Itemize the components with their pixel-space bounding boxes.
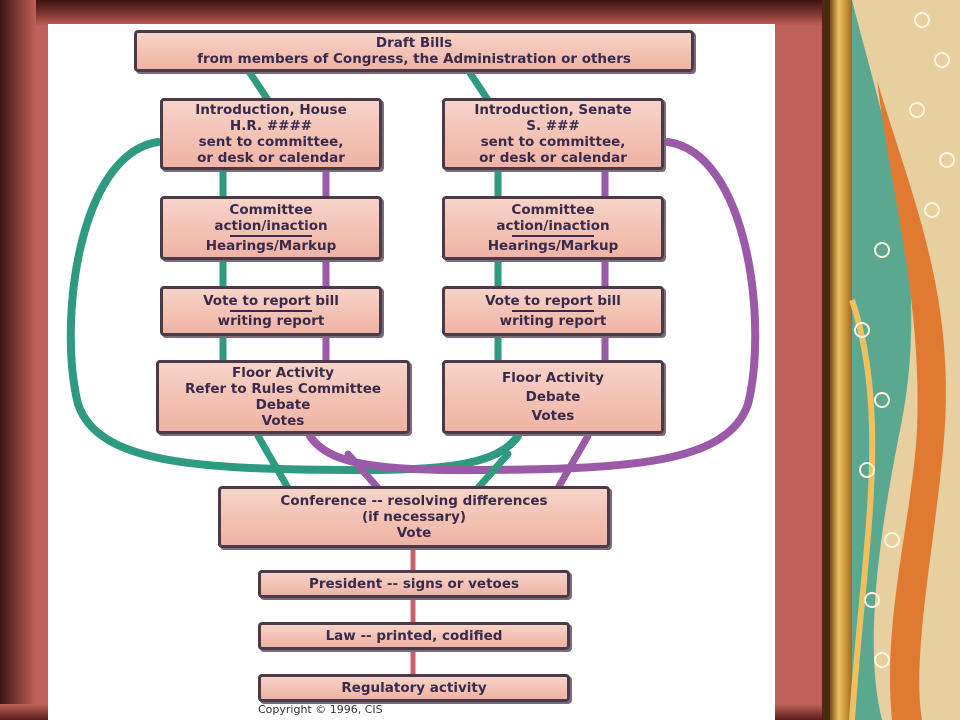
- conference-line: (if necessary): [361, 509, 467, 525]
- floor-line: Floor Activity: [232, 365, 334, 381]
- committee-line: Committee: [229, 202, 313, 218]
- floor-line: Floor Activity: [502, 369, 604, 386]
- senate-committee-box: Committee action/inaction Hearings/Marku…: [442, 196, 664, 260]
- house-intro-line: sent to committee,: [198, 134, 344, 150]
- draft-bills-title: Draft Bills: [375, 35, 453, 51]
- committee-line: Hearings/Markup: [205, 238, 337, 254]
- floor-line: Refer to Rules Committee: [184, 381, 382, 397]
- senate-floor-box: Floor Activity Debate Votes: [442, 360, 664, 434]
- conference-line: Conference -- resolving differences: [280, 493, 548, 509]
- committee-line: Committee: [511, 202, 595, 218]
- decorative-panel: [822, 0, 960, 720]
- senate-intro-box: Introduction, Senate S. ### sent to comm…: [442, 98, 664, 170]
- legislative-process-diagram: Draft Bills from members of Congress, th…: [48, 24, 775, 720]
- divider: [512, 310, 594, 312]
- house-floor-box: Floor Activity Refer to Rules Committee …: [156, 360, 410, 434]
- house-intro-box: Introduction, House H.R. #### sent to co…: [160, 98, 382, 170]
- conference-line: Vote: [396, 525, 432, 541]
- slide-frame-left: [0, 0, 36, 720]
- divider: [512, 235, 594, 237]
- floor-line: Votes: [261, 413, 305, 429]
- vote-line: writing report: [499, 313, 607, 329]
- committee-line: Hearings/Markup: [487, 238, 619, 254]
- senate-vote-box: Vote to report bill writing report: [442, 286, 664, 336]
- regulatory-label: Regulatory activity: [341, 680, 487, 696]
- vote-line: writing report: [217, 313, 325, 329]
- president-box: President -- signs or vetoes: [258, 570, 570, 598]
- house-intro-line: H.R. ####: [229, 118, 313, 134]
- senate-intro-line: Introduction, Senate: [474, 102, 632, 118]
- divider: [230, 235, 312, 237]
- vote-line: Vote to report bill: [203, 293, 339, 309]
- conference-box: Conference -- resolving differences (if …: [218, 486, 610, 548]
- law-box: Law -- printed, codified: [258, 622, 570, 650]
- regulatory-box: Regulatory activity: [258, 674, 570, 702]
- floor-line: Debate: [525, 388, 581, 405]
- senate-intro-line: or desk or calendar: [479, 150, 627, 166]
- divider: [230, 310, 312, 312]
- vote-line: Vote to report bill: [485, 293, 621, 309]
- flow-paths: [66, 66, 760, 679]
- house-committee-box: Committee action/inaction Hearings/Marku…: [160, 196, 382, 260]
- house-intro-line: Introduction, House: [195, 102, 347, 118]
- senate-intro-line: S. ###: [526, 118, 580, 134]
- slide-frame-top: [0, 0, 828, 26]
- draft-bills-box: Draft Bills from members of Congress, th…: [134, 30, 694, 72]
- copyright-note: Copyright © 1996, CIS: [258, 703, 383, 716]
- senate-intro-line: sent to committee,: [480, 134, 626, 150]
- house-intro-line: or desk or calendar: [197, 150, 345, 166]
- floor-line: Votes: [531, 407, 575, 424]
- president-label: President -- signs or vetoes: [308, 576, 520, 592]
- law-label: Law -- printed, codified: [325, 628, 503, 644]
- committee-line: action/inaction: [214, 218, 328, 234]
- house-vote-box: Vote to report bill writing report: [160, 286, 382, 336]
- committee-line: action/inaction: [496, 218, 610, 234]
- draft-bills-source: from members of Congress, the Administra…: [197, 51, 631, 67]
- floor-line: Debate: [255, 397, 311, 413]
